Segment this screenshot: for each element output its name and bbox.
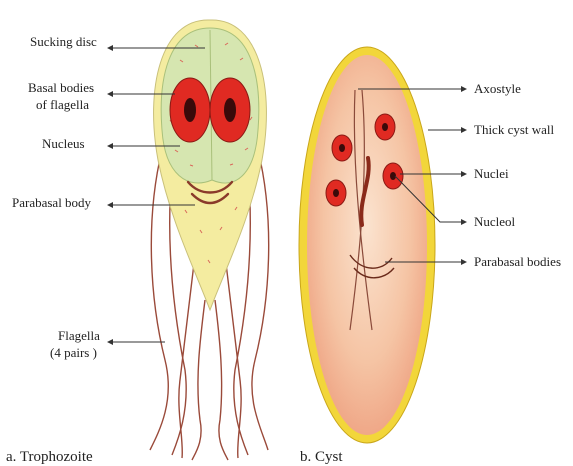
cyst-interior [307, 55, 427, 435]
caption-cyst: b. Cyst [300, 449, 343, 465]
cyst-nucleus-2 [375, 114, 395, 140]
label-parabasal-body: Parabasal body [12, 195, 92, 210]
label-nucleus: Nucleus [42, 136, 85, 151]
label-parabasal-bodies: Parabasal bodies [474, 254, 561, 269]
label-flagella-line2: (4 pairs ) [50, 345, 97, 360]
trophozoite-nucleus-right [210, 78, 250, 142]
caption-trophozoite: a. Trophozoite [6, 449, 93, 465]
label-thick-cyst-wall: Thick cyst wall [474, 122, 555, 137]
label-basal-bodies-line2: of flagella [36, 97, 89, 112]
label-nucleol: Nucleol [474, 214, 516, 229]
label-axostyle: Axostyle [474, 81, 521, 96]
label-basal-bodies-line1: Basal bodies [28, 80, 94, 95]
label-flagella-line1: Flagella [58, 328, 100, 343]
cyst [299, 47, 435, 443]
cyst-nucleus-3 [326, 180, 346, 206]
cyst-nucleus-1 [332, 135, 352, 161]
cyst-nucleus-4 [383, 163, 403, 189]
trophozoite [150, 20, 269, 460]
label-sucking-disc: Sucking disc [30, 34, 97, 49]
label-nuclei: Nuclei [474, 166, 509, 181]
trophozoite-nucleus-left [170, 78, 210, 142]
